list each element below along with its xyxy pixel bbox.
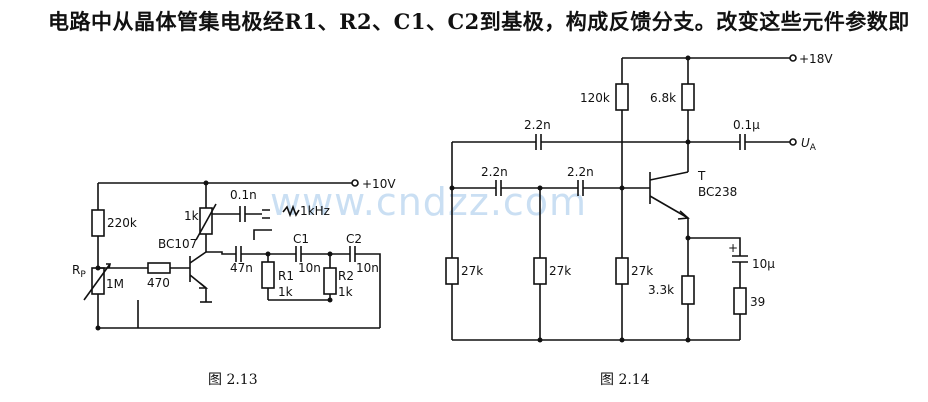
label-c2: C2 [346,232,362,246]
label-c-mid2: 2.2n [567,165,594,179]
resistor-r1 [261,261,275,289]
transistor-bc107 [189,251,212,303]
caption-fig-2-13: 图 2.13 [208,372,258,388]
resistor-470 [147,262,171,274]
label-10u: 10μ [752,257,775,271]
figure-2-13: +10V 220k RP 1M 470 [72,177,396,388]
label-bc107: BC107 [158,237,197,251]
label-120k: 120k [580,91,610,105]
resistor-27k-c [615,257,629,285]
transistor-bc238 [649,171,690,220]
label-rp: RP [72,263,86,280]
label-c-top: 2.2n [524,118,551,132]
label-1khz: 1kHz [300,204,330,218]
label-output-ua: UA [801,136,817,153]
supply-label-10v: +10V [362,177,396,191]
label-r2: R2 [338,269,354,283]
label-c1-value: 10n [298,261,321,275]
label-1k-pot: 1k [184,209,199,223]
label-1m: 1M [106,277,124,291]
label-0-1n: 0.1n [230,188,257,202]
label-c2-value: 10n [356,261,379,275]
label-47n: 47n [230,261,253,275]
resistor-27k-a [445,257,459,285]
page-heading: 电路中从晶体管集电极经R1、R2、C1、C2到基极，构成反馈分支。改变这些元件参… [48,9,910,34]
label-470: 470 [147,276,170,290]
label-0-1u: 0.1μ [733,118,760,132]
caption-fig-2-14: 图 2.14 [600,372,650,388]
resistor-120k [615,83,629,111]
label-27k-a: 27k [461,264,483,278]
label-r2-value: 1k [338,285,353,299]
label-r1: R1 [278,269,294,283]
resistor-r2 [323,267,337,295]
label-c1: C1 [293,232,309,246]
resistor-6-8k [681,83,695,111]
label-3-3k: 3.3k [648,283,674,297]
label-39: 39 [750,295,765,309]
label-27k-b: 27k [549,264,571,278]
label-bc238: BC238 [698,185,737,199]
plus-sign: + [728,241,738,255]
label-t: T [697,169,706,183]
resistor-39 [733,287,747,315]
resistor-3-3k [681,275,695,305]
label-r1-value: 1k [278,285,293,299]
resistor-220k [91,209,105,237]
label-6-8k: 6.8k [650,91,676,105]
figure-2-14: +18V 120k 6.8k 2.2n 0.1μ UA [445,52,833,388]
label-220k: 220k [107,216,137,230]
label-27k-c: 27k [631,264,653,278]
resistor-27k-b [533,257,547,285]
supply-label-18v: +18V [799,52,833,66]
label-c-mid1: 2.2n [481,165,508,179]
